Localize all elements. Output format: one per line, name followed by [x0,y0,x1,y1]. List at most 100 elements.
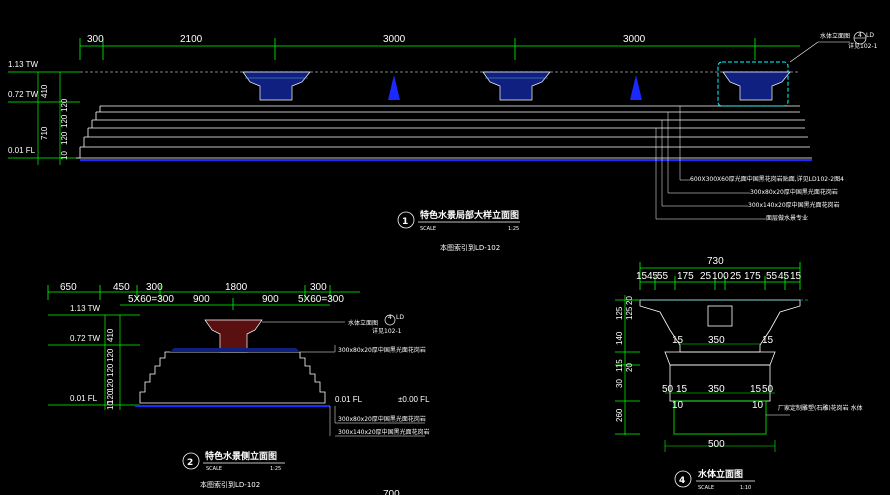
view2-top-dim-line [47,285,360,310]
view1-basin-1 [242,71,311,101]
view2-note-1: 300x80x20厚中国黑光面花岗岩 [338,346,426,354]
view4-sub-15b: 15 [790,271,802,282]
view4-sub-15a: 15 [636,271,648,282]
view4-mid-15b: 15 [762,335,774,346]
view4-title-block: 4 水体立面图 SCALE 1:10 [674,468,755,491]
view2-dim-300a: 300 [146,282,163,293]
view4-side-20a: 20 [625,296,634,305]
view2-scale-value: 1:25 [270,466,281,472]
view1-water-jet-2 [630,75,642,100]
view4-mid-350: 350 [708,335,725,346]
view1-scale-value: 1:25 [508,226,519,232]
view1-number: 1 [402,217,408,227]
view2-side-410: 410 [106,328,115,342]
view2-elevation: 650 450 300 1800 300 5X60=300 900 900 5X… [47,282,430,495]
view2-sub-5x60b: 5X60=300 [298,294,344,305]
view4-sub-45b: 45 [778,271,790,282]
view2-callout-sheet: LD [396,314,404,321]
view2-callout: 水体立面图 4 LD 详见102-1 [262,314,404,335]
view1-scale-label: SCALE [420,226,436,232]
view1-side-120b: 120 [60,114,69,128]
view1-callout-title: 水体立面图 [820,32,850,40]
view4-sub-25a: 25 [700,271,712,282]
view4-sub-175a: 175 [677,271,694,282]
view2-callout-num: 4 [388,314,392,321]
view1-basin-2 [482,71,551,101]
view1-note-leaders [655,106,766,220]
view2-level-001b: 0.01 FL [335,395,363,404]
view4-mid-15a: 15 [672,335,684,346]
view2-dim-1800: 1800 [225,282,248,293]
view1-callout-num: 4 [858,32,862,39]
view2-sub-5x60a: 5X60=300 [128,294,174,305]
view2-side-120b: 120 [106,363,115,377]
view1-note-4: 面层做水景专业 [766,214,808,222]
view4-elevation: 730 15 45 55 175 25 100 25 175 55 45 15 … [615,256,863,491]
view4-side-dim-line [615,295,640,435]
view4-side-125a: 125 [625,306,634,320]
view2-note-2: 300x80x20厚中国黑光面花岗岩 [338,415,426,423]
view2-level-001: 0.01 FL [70,394,98,403]
view2-level-113: 1.13 TW [70,304,101,313]
view1-level-markers [8,71,80,165]
view2-scale-label: SCALE [206,466,222,472]
view4-low-15b: 15 [750,384,762,395]
view2-callout-title: 水体立面图 [348,319,378,327]
view2-ref-text: 本图索引到LD-102 [200,480,260,489]
view2-side-120d: 120 [106,390,115,404]
view4-basin-body [639,299,801,435]
view4-side-30: 30 [615,379,624,388]
view1-note-3: 300x140x20厚中国黑光面花岗岩 [748,201,840,209]
view2-level-markers [48,314,140,410]
view1-basin-3 [717,61,791,107]
view1-dim-2100: 2100 [180,34,203,45]
view1-side-410: 410 [40,84,49,98]
view4-side-115: 115 [615,359,624,372]
view2-dim-300b: 300 [310,282,327,293]
view1-note-2: 300x80x20厚中国黑光面花岗岩 [750,188,838,196]
view1-dim-3000b: 3000 [623,34,646,45]
view4-low-10a: 10 [672,400,684,411]
view1-side-710: 710 [40,126,49,140]
view2-level-072: 0.72 TW [70,334,101,343]
view4-low-10b: 10 [752,400,764,411]
view4-low-15a: 15 [676,384,688,395]
view1-side-10: 10 [60,151,69,160]
view4-title: 水体立面图 [698,468,743,480]
view4-sub-45a: 45 [647,271,659,282]
view2-side-120c: 120 [106,378,115,392]
view1-callout-ref: 详见102-1 [848,42,878,50]
view1-level-072: 0.72 TW [8,90,39,99]
view4-scale-value: 1:10 [740,485,751,491]
view2-dim-450: 450 [113,282,130,293]
view2-number: 2 [187,458,193,468]
view4-sub-55a: 55 [657,271,669,282]
view4-sub-55b: 55 [766,271,778,282]
view2-bottom-dim: 700 [383,489,400,495]
view2-sub-900a: 900 [193,294,210,305]
view2-title: 特色水景侧立面图 [205,450,277,462]
view2-dim-650: 650 [60,282,77,293]
view4-side-140: 140 [615,331,624,345]
view4-low-350: 350 [708,384,725,395]
view2-title-block: 2 特色水景侧立面图 SCALE 1:25 本图索引到LD-102 [182,450,285,489]
view4-side-125b: 125 [615,306,624,320]
view2-side-120a: 120 [106,348,115,362]
view2-level-000: ±0.00 FL [398,395,430,404]
view2-note-3: 300x140x20厚中国黑光面花岗岩 [338,428,430,436]
view2-note-leaders [300,345,425,437]
view1-side-dims: 410 710 120 120 120 10 [40,84,69,160]
view4-top-dim: 730 [707,256,724,267]
view1-callout-sheet: LD [866,32,874,39]
view1-title-block: 1 特色水景局部大样立面图 SCALE 1:25 本图索引到LD-102 [397,209,520,252]
view4-low-50a: 50 [662,384,674,395]
view4-side-20b: 20 [625,363,634,372]
view4-bottom-dim: 500 [708,439,725,450]
view1-dim-300: 300 [87,34,104,45]
view4-low-50b: 50 [762,384,774,395]
view4-sub-100: 100 [712,271,729,282]
view1-title: 特色水景局部大样立面图 [420,209,519,221]
view1-side-120a: 120 [60,98,69,112]
